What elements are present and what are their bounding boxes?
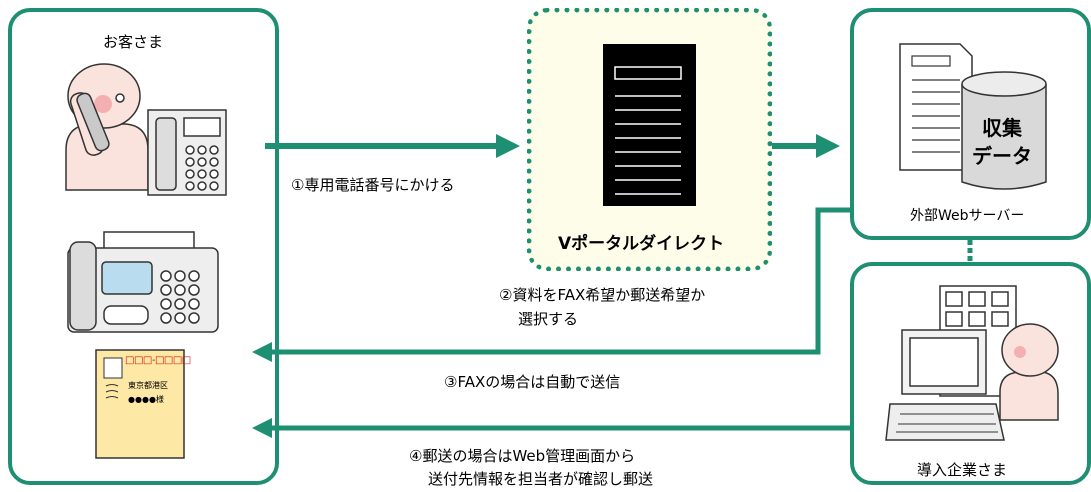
step-4-label-line1: ④郵送の場合はWeb管理画面から <box>409 447 636 465</box>
db-label-line2: データ <box>972 144 1032 168</box>
database-icon <box>961 71 1047 190</box>
step-1-label: ①専用電話番号にかける <box>291 176 455 194</box>
customer-panel-title: お客さま <box>103 33 164 51</box>
web-document-icon <box>899 43 973 171</box>
worker-icon <box>999 323 1059 421</box>
step-3-label: ③FAXの場合は自動で送信 <box>444 373 621 391</box>
db-label-line1: 収集 <box>982 116 1022 140</box>
server-tower-icon <box>603 44 696 206</box>
envelope-stamp: □□□-□□□□ <box>125 355 191 366</box>
envelope-name: ●●●●様 <box>128 395 164 404</box>
computer-icon <box>885 329 1005 441</box>
envelope-address: 東京都港区 <box>128 381 168 390</box>
fax-machine-icon <box>67 231 219 333</box>
arrow-fax-back <box>252 207 850 362</box>
step-2-label-line1: ②資料をFAX希望か郵送希望か <box>499 286 706 304</box>
customer-person-icon <box>65 63 149 191</box>
step-4-label-line2: 送付先情報を担当者が確認し郵送 <box>428 470 654 488</box>
desk-phone-icon <box>147 109 227 196</box>
web-server-title: 外部Webサーバー <box>910 208 1025 224</box>
envelope-icon <box>95 349 185 459</box>
company-title: 導入企業さま <box>917 461 1008 479</box>
step-2-label-line2: 選択する <box>518 310 579 328</box>
vportal-title: Vポータルダイレクト <box>558 234 725 254</box>
